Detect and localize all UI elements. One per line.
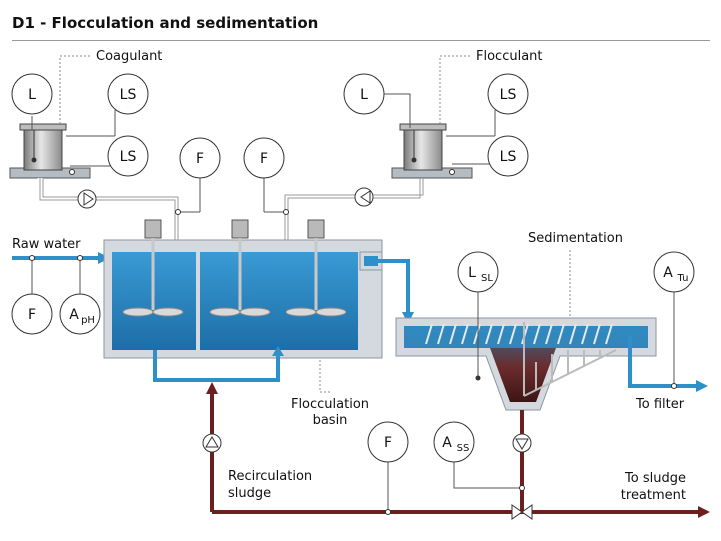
- svg-text:L: L: [360, 87, 368, 103]
- svg-text:LS: LS: [500, 149, 517, 165]
- sludge-pump: [512, 433, 532, 453]
- coagulant-tank: [23, 127, 63, 171]
- mixer-3: [285, 219, 347, 317]
- svg-text:L: L: [468, 265, 476, 281]
- svg-text:F: F: [196, 151, 204, 167]
- svg-text:A: A: [69, 307, 79, 323]
- lamella-plates: [425, 323, 613, 345]
- coagulant-level-switch-low: LS: [107, 135, 149, 177]
- mixer-1: [122, 219, 184, 317]
- svg-text:pH: pH: [81, 315, 95, 326]
- svg-text:SL: SL: [481, 273, 493, 284]
- raw-water-flow-meter: F: [11, 255, 53, 335]
- coagulant-tank-lid: [19, 123, 67, 131]
- recirculation-pump: [202, 433, 222, 453]
- svg-text:F: F: [260, 151, 268, 167]
- to-sludge-treatment-label-line1: To sludge: [624, 471, 686, 486]
- svg-text:L: L: [28, 87, 36, 103]
- page-title: D1 - Flocculation and sedimentation: [12, 14, 319, 32]
- to-sludge-treatment-label-line2: treatment: [621, 488, 686, 503]
- flocculant-level-switch-low: LS: [487, 135, 529, 177]
- svg-text:F: F: [384, 435, 392, 451]
- raw-water-ph-analyzer: A pH: [59, 255, 101, 335]
- turbidity-analyzer: A Tu: [653, 251, 695, 389]
- coagulant-pump: [77, 189, 97, 209]
- flocculant-level-switch-high: LS: [487, 73, 529, 115]
- svg-text:A: A: [663, 265, 673, 281]
- svg-text:LS: LS: [120, 149, 137, 165]
- coagulant-label: Coagulant: [96, 49, 162, 64]
- svg-text:SS: SS: [457, 443, 470, 454]
- sedimentation-label: Sedimentation: [528, 231, 623, 246]
- svg-text:A: A: [442, 435, 452, 451]
- svg-text:LS: LS: [500, 87, 517, 103]
- recirculation-sludge-label-line2: sludge: [228, 486, 271, 501]
- sludge-flow-meter: F: [367, 421, 409, 515]
- coagulant-unit: [9, 55, 116, 179]
- title-divider: [12, 40, 710, 41]
- sludge-valve: [511, 504, 533, 520]
- raw-water-label: Raw water: [12, 237, 81, 252]
- svg-text:Tu: Tu: [677, 273, 689, 284]
- suspended-solids-analyzer: A SS: [433, 421, 525, 491]
- sludge-scraper: [523, 322, 617, 397]
- svg-text:LS: LS: [120, 87, 137, 103]
- flocculation-basin-label-line2: basin: [313, 413, 348, 428]
- flocculant-level-indicator: L: [343, 73, 385, 115]
- flocculation-basin: [103, 219, 383, 359]
- coagulant-level-indicator: L: [11, 73, 53, 115]
- transfer-pipe: [378, 259, 410, 316]
- flocculant-flow-meter: F: [243, 137, 289, 215]
- coagulant-level-switch-high: LS: [107, 73, 149, 115]
- to-filter-label: To filter: [635, 397, 685, 412]
- flocculation-basin-label-line1: Flocculation: [291, 397, 369, 412]
- sludge-level-meter: L SL: [457, 251, 499, 381]
- sedimentation-tank: [395, 317, 657, 411]
- flocculant-pump: [354, 187, 374, 207]
- mixer-2: [209, 219, 271, 317]
- coagulant-flow-meter: F: [175, 137, 221, 215]
- recirculation-sludge-label-line1: Recirculation: [228, 469, 312, 484]
- flocculant-label: Flocculant: [476, 49, 543, 64]
- basin-return-pipe: [153, 350, 280, 382]
- svg-text:F: F: [28, 307, 36, 323]
- flocculant-unit: [384, 55, 496, 179]
